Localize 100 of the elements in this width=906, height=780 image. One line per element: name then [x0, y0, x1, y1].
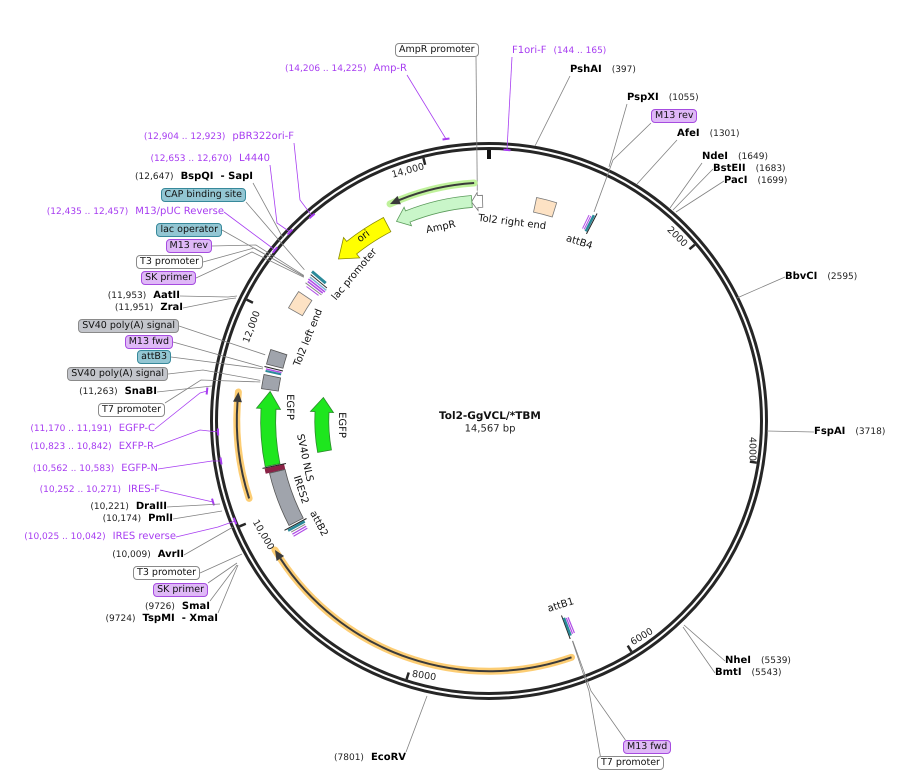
- cut-position: (1301): [710, 128, 740, 140]
- cut-position: (2595): [827, 271, 858, 283]
- leader-line: [684, 624, 726, 662]
- feature-label: EGFP: [283, 394, 295, 420]
- leader-line: [160, 490, 214, 502]
- leader-line: [608, 104, 628, 168]
- leader-line: [676, 180, 724, 212]
- feature-marks: [283, 517, 309, 538]
- leader-line: [168, 370, 261, 381]
- leader-line: [636, 140, 678, 184]
- feature-marks: [560, 614, 576, 641]
- feature-label: Tol2 left end: [292, 307, 326, 369]
- leader-line: [672, 168, 714, 210]
- leader-line: [200, 554, 242, 574]
- feature-tag: AmpR promoter: [395, 43, 478, 57]
- feature-label: attB4: [564, 233, 594, 253]
- primer-name: pBR322ori-F: [232, 131, 294, 143]
- enzyme-name: PshAI: [570, 64, 602, 76]
- enzyme-name: BspQI: [180, 171, 214, 183]
- cut-position: (12,647): [135, 171, 174, 183]
- leader-line: [572, 640, 601, 756]
- feature-block: [260, 372, 282, 392]
- feature-tag: attB3: [137, 350, 171, 364]
- leader-line: [294, 142, 312, 216]
- primer-range: (10,562 .. 10,583): [32, 463, 114, 475]
- primer-name: EGFP-N: [121, 463, 158, 475]
- enzyme-name: DraIII: [136, 501, 167, 513]
- primer-range: (12,435 .. 12,457): [46, 206, 128, 218]
- enzyme-name: PmlI: [148, 513, 173, 525]
- leader-line: [506, 56, 512, 150]
- leader-line: [154, 390, 208, 430]
- feature-marks: [580, 212, 599, 236]
- cut-position: (10,221): [90, 501, 129, 513]
- cut-position: (9726): [144, 601, 175, 613]
- feature-block: [265, 348, 289, 370]
- feature-label: ori: [355, 228, 373, 246]
- leader-line: [406, 74, 446, 140]
- cut-position: (5539): [761, 655, 791, 667]
- feature-segment: [254, 390, 282, 468]
- feature-marks: [261, 462, 288, 474]
- leader-line: [736, 276, 786, 298]
- primer-range: (11,170 .. 11,191): [30, 423, 112, 435]
- cut-position: (1683): [756, 163, 786, 175]
- leader-line: [270, 164, 290, 232]
- feature-tag: T7 promoter: [597, 756, 664, 770]
- leader-line: [208, 562, 238, 584]
- primer-range: (12,653 .. 12,670): [150, 153, 232, 165]
- cut-position: (1649): [738, 151, 768, 163]
- leader-line: [180, 296, 238, 298]
- enzyme-name: EcoRV: [370, 752, 406, 764]
- cut-position: (11,263): [79, 386, 118, 398]
- cut-position: (10,174): [102, 513, 142, 525]
- leader-line: [184, 526, 234, 556]
- feature-label: Tol2 right end: [477, 212, 547, 234]
- orf-segment: [386, 179, 478, 209]
- enzyme-name: AfeI: [677, 128, 700, 140]
- primer-range: (10,252 .. 10,271): [40, 484, 122, 496]
- leader-line: [594, 122, 652, 212]
- enzyme-name: FspAI: [814, 426, 846, 438]
- promoter-segment: [470, 190, 484, 212]
- primer-range: (14,206 .. 14,225): [285, 63, 366, 75]
- leader-line: [172, 342, 264, 368]
- leader-line: [406, 696, 428, 752]
- cut-position: (397): [612, 64, 636, 76]
- primer-name: IRES reverse: [112, 531, 176, 543]
- tick-label: 14,000: [390, 161, 426, 181]
- enzyme-name: TspMI: [142, 613, 175, 625]
- primer-range: (144 .. 165): [553, 45, 606, 57]
- primer-name: M13/pUC Reverse: [135, 206, 224, 218]
- enzyme-name: ZraI: [160, 302, 183, 314]
- enzyme-name: NdeI: [702, 151, 728, 163]
- plasmid-size: 14,567 bp: [464, 424, 516, 434]
- feature-tag: M13 fwd: [124, 335, 173, 349]
- feature-tag: T7 promoter: [98, 403, 165, 417]
- enzyme-name: - XmaI: [182, 613, 218, 625]
- leader-line: [572, 640, 626, 740]
- cut-position: (7801): [334, 752, 364, 764]
- cut-position: (3718): [855, 426, 886, 438]
- leader-line: [210, 564, 238, 602]
- cut-position: (1055): [668, 92, 699, 104]
- tick-label: 8000: [411, 668, 437, 684]
- leader-line: [682, 626, 716, 674]
- enzyme-name: BbvCI: [785, 271, 818, 283]
- leader-line: [534, 76, 570, 146]
- primer-range: (12,904 .. 12,923): [144, 131, 226, 143]
- leader-line: [182, 298, 236, 308]
- primer-name: IRES-F: [128, 484, 160, 496]
- tick-label: 4000: [746, 436, 758, 462]
- feature-label: EGFP: [335, 412, 347, 438]
- enzyme-name: SnaBI: [124, 386, 157, 398]
- feature-tag: SV40 poly(A) signal: [78, 319, 179, 333]
- enzyme-name: AatII: [153, 290, 180, 302]
- feature-tag: SK primer: [141, 271, 196, 285]
- enzyme-name: BstEII: [713, 163, 746, 175]
- feature-tag: M13 rev: [166, 239, 212, 253]
- feature-tag: CAP binding site: [160, 188, 246, 202]
- feature-segment: [309, 396, 336, 454]
- leader-line: [170, 356, 264, 370]
- enzyme-name: SmaI: [182, 601, 210, 613]
- leader-line: [156, 386, 212, 392]
